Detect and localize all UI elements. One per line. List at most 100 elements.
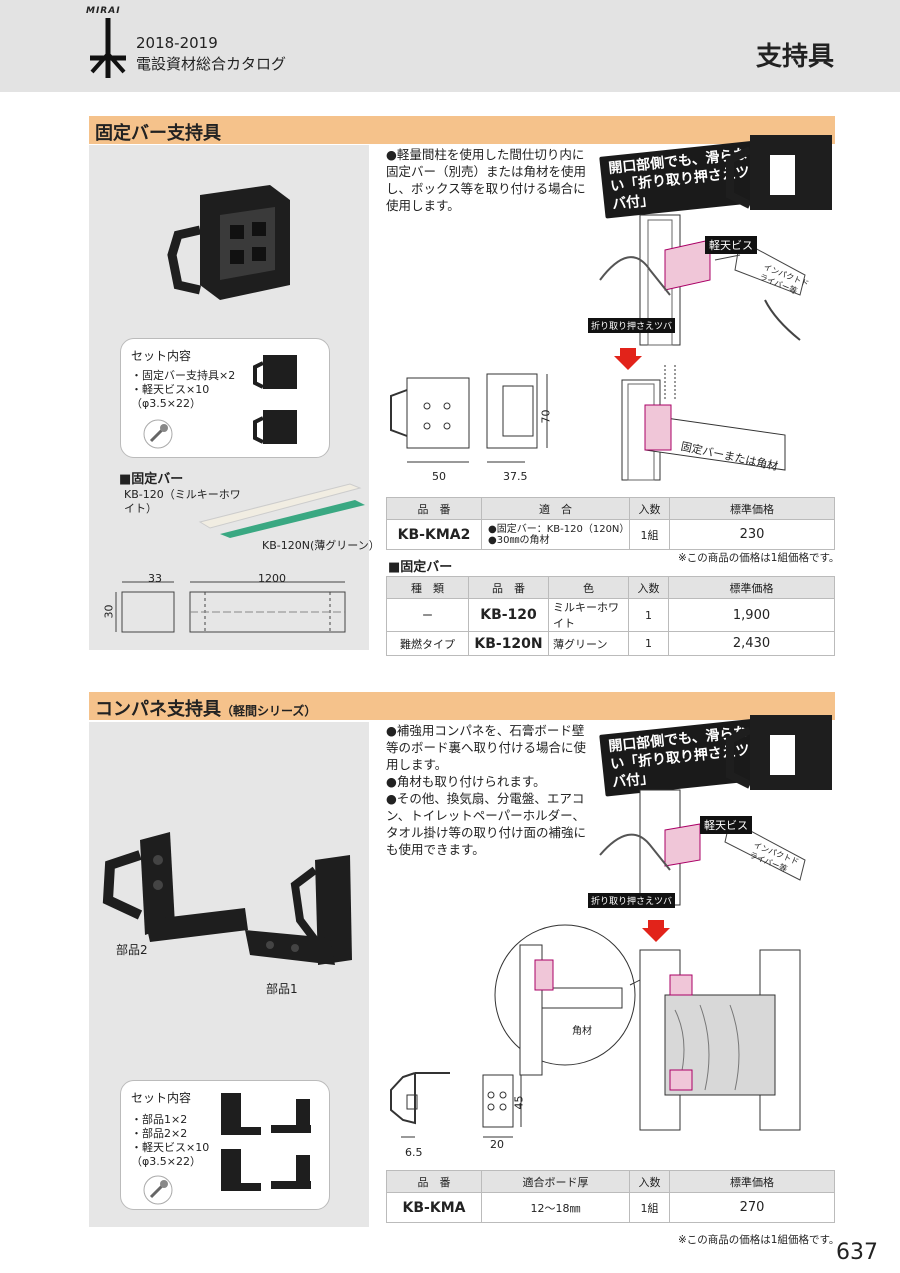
section1-set-contents: セット内容 ・固定バー支持具×2 ・軽天ビス×10 （φ3.5×22） — [120, 338, 330, 458]
col-header: 適 合 — [481, 497, 630, 520]
section1-description: ●軽量間柱を使用した間仕切り内に固定バー（別売）または角材を使用し、ボックス等を… — [386, 147, 587, 213]
col-header: 種 類 — [386, 576, 469, 599]
dim-length-1200: 1200 — [258, 572, 286, 585]
dim-6-5: 6.5 — [405, 1146, 423, 1159]
section2-description: ●補強用コンパネを、石膏ボード壁等のボード裏へ取り付ける場合に使用します。 ●角… — [386, 722, 591, 858]
fixed-bar-heading: ■固定バー — [119, 472, 184, 487]
bracket-tech-drawing — [390, 373, 548, 463]
color: 薄グリーン — [548, 631, 629, 656]
screw-icon — [143, 419, 173, 449]
part1-label: 部品1 — [266, 982, 298, 996]
price: 270 — [669, 1192, 835, 1223]
installed-bar-illustration — [621, 365, 786, 481]
type: 難燃タイプ — [386, 631, 469, 656]
label-flange: 折り取り押さえツバ — [588, 318, 676, 333]
label-screw: 軽天ビス — [700, 816, 752, 834]
set-item: ・軽天ビス×10 — [131, 383, 210, 396]
desc-line: ●角材も取り付けられます。 — [386, 774, 546, 789]
bar-table-heading: ■固定バー — [388, 560, 453, 575]
down-arrow-icon — [614, 348, 642, 370]
section2-heading-bar: コンパネ支持具（軽間シリーズ） — [89, 692, 835, 720]
col-header: 標準価格 — [669, 1170, 835, 1193]
col-header: 入数 — [629, 1170, 670, 1193]
section1-title: 固定バー支持具 — [95, 123, 221, 144]
label-lumber: 角材 — [572, 1026, 592, 1037]
qty: 1 — [628, 631, 669, 656]
bracket-product-image — [167, 185, 290, 300]
dim-height-30: 30 — [102, 604, 116, 619]
type: ー — [386, 598, 469, 632]
dim-width-33: 33 — [148, 572, 162, 585]
part2-product-image — [102, 832, 248, 942]
part1-product-image — [245, 855, 352, 965]
section2-subtitle: （軽間シリーズ） — [221, 704, 317, 718]
bar-green-label: KB-120N(薄グリーン） — [262, 539, 380, 552]
col-header: 品 番 — [468, 576, 549, 599]
section1-heading-bar: 固定バー支持具 — [89, 116, 835, 144]
section2-title: コンパネ支持具 — [95, 699, 221, 720]
bar-dimension-drawing — [115, 581, 346, 633]
col-header: 品 番 — [386, 497, 482, 520]
product-code: KB-120N — [468, 631, 549, 656]
desc-line: ●その他、換気扇、分電盤、エアコン、トイレットペーパーホルダー、タオル掛け等の取… — [386, 791, 587, 857]
set-heading: セット内容 — [131, 349, 192, 363]
part-tech-drawing — [390, 1072, 522, 1138]
label-screw: 軽天ビス — [705, 236, 757, 254]
fit-line: ●固定バー：KB-120（120N） — [488, 523, 630, 535]
set-item: （φ3.5×22） — [131, 397, 201, 410]
table-row: ー KB-120 ミルキーホワイト 1 1,900 — [386, 598, 835, 632]
screw-icon — [143, 1175, 173, 1205]
qty: 1組 — [629, 1192, 670, 1223]
catalog-name: 電設資材総合カタログ — [136, 55, 287, 73]
section2-spec-table: 品 番 適合ボード厚 入数 標準価格 KB-KMA 12～18㎜ 1組 270 — [386, 1170, 835, 1223]
bracket-thumbnail — [253, 410, 297, 444]
product-code: KB-KMA2 — [386, 519, 482, 550]
col-header: 品 番 — [386, 1170, 482, 1193]
price: 230 — [669, 519, 835, 550]
section2-title-wrap: コンパネ支持具（軽間シリーズ） — [95, 695, 316, 721]
dim-70: 70 — [539, 409, 553, 424]
price-note: ※この商品の価格は1組価格です。 — [678, 552, 840, 564]
set-item: ・部品2×2 — [131, 1127, 188, 1140]
catalog-year: 2018-2019 — [136, 34, 218, 52]
set-item: ・部品1×2 — [131, 1113, 188, 1126]
set-heading: セット内容 — [131, 1091, 192, 1105]
fixed-bars-image — [198, 483, 365, 538]
page-header: MIRAI 2018-2019 電設資材総合カタログ 支持具 — [0, 0, 900, 92]
desc-line: ●補強用コンパネを、石膏ボード壁等のボード裏へ取り付ける場合に使用します。 — [386, 723, 587, 772]
fit-line: ●30㎜の角材 — [488, 534, 550, 546]
color: ミルキーホワイト — [548, 598, 629, 632]
price-note: ※この商品の価格は1組価格です。 — [678, 1234, 840, 1246]
flange-closeup-image — [726, 135, 832, 210]
install-illustration — [599, 789, 806, 906]
col-header: 標準価格 — [669, 497, 835, 520]
page-title: 支持具 — [755, 42, 834, 72]
price: 2,430 — [668, 631, 835, 656]
page-number: 637 — [836, 1240, 878, 1265]
brand-mark-icon — [90, 18, 126, 78]
dim-20: 20 — [490, 1138, 504, 1151]
board-install-illustration — [494, 924, 801, 1131]
dim-50: 50 — [432, 470, 446, 483]
col-header: 適合ボード厚 — [481, 1170, 630, 1193]
section1-spec-table: 品 番 適 合 入数 標準価格 KB-KMA2 ●固定バー：KB-120（120… — [386, 497, 835, 550]
product-code: KB-120 — [468, 598, 549, 632]
price: 1,900 — [668, 598, 835, 632]
parts-thumbnails — [221, 1093, 311, 1191]
section2-set-contents: セット内容 ・部品1×2 ・部品2×2 ・軽天ビス×10 （φ3.5×22） — [120, 1080, 330, 1210]
set-item: ・固定バー支持具×2 — [131, 369, 236, 382]
col-header: 色 — [548, 576, 629, 599]
qty: 1組 — [629, 519, 670, 550]
brand-logo: MIRAI — [86, 6, 121, 16]
dim-45: 45 — [512, 1095, 526, 1110]
set-item: ・軽天ビス×10 — [131, 1141, 210, 1154]
dim-37-5: 37.5 — [503, 470, 528, 483]
qty: 1 — [628, 598, 669, 632]
flange-closeup-image — [726, 715, 832, 790]
board-thickness: 12～18㎜ — [481, 1192, 630, 1223]
bracket-thumbnail — [253, 355, 297, 389]
table-row: KB-KMA 12～18㎜ 1組 270 — [386, 1192, 835, 1223]
col-header: 標準価格 — [668, 576, 835, 599]
col-header: 入数 — [628, 576, 669, 599]
col-header: 入数 — [629, 497, 670, 520]
